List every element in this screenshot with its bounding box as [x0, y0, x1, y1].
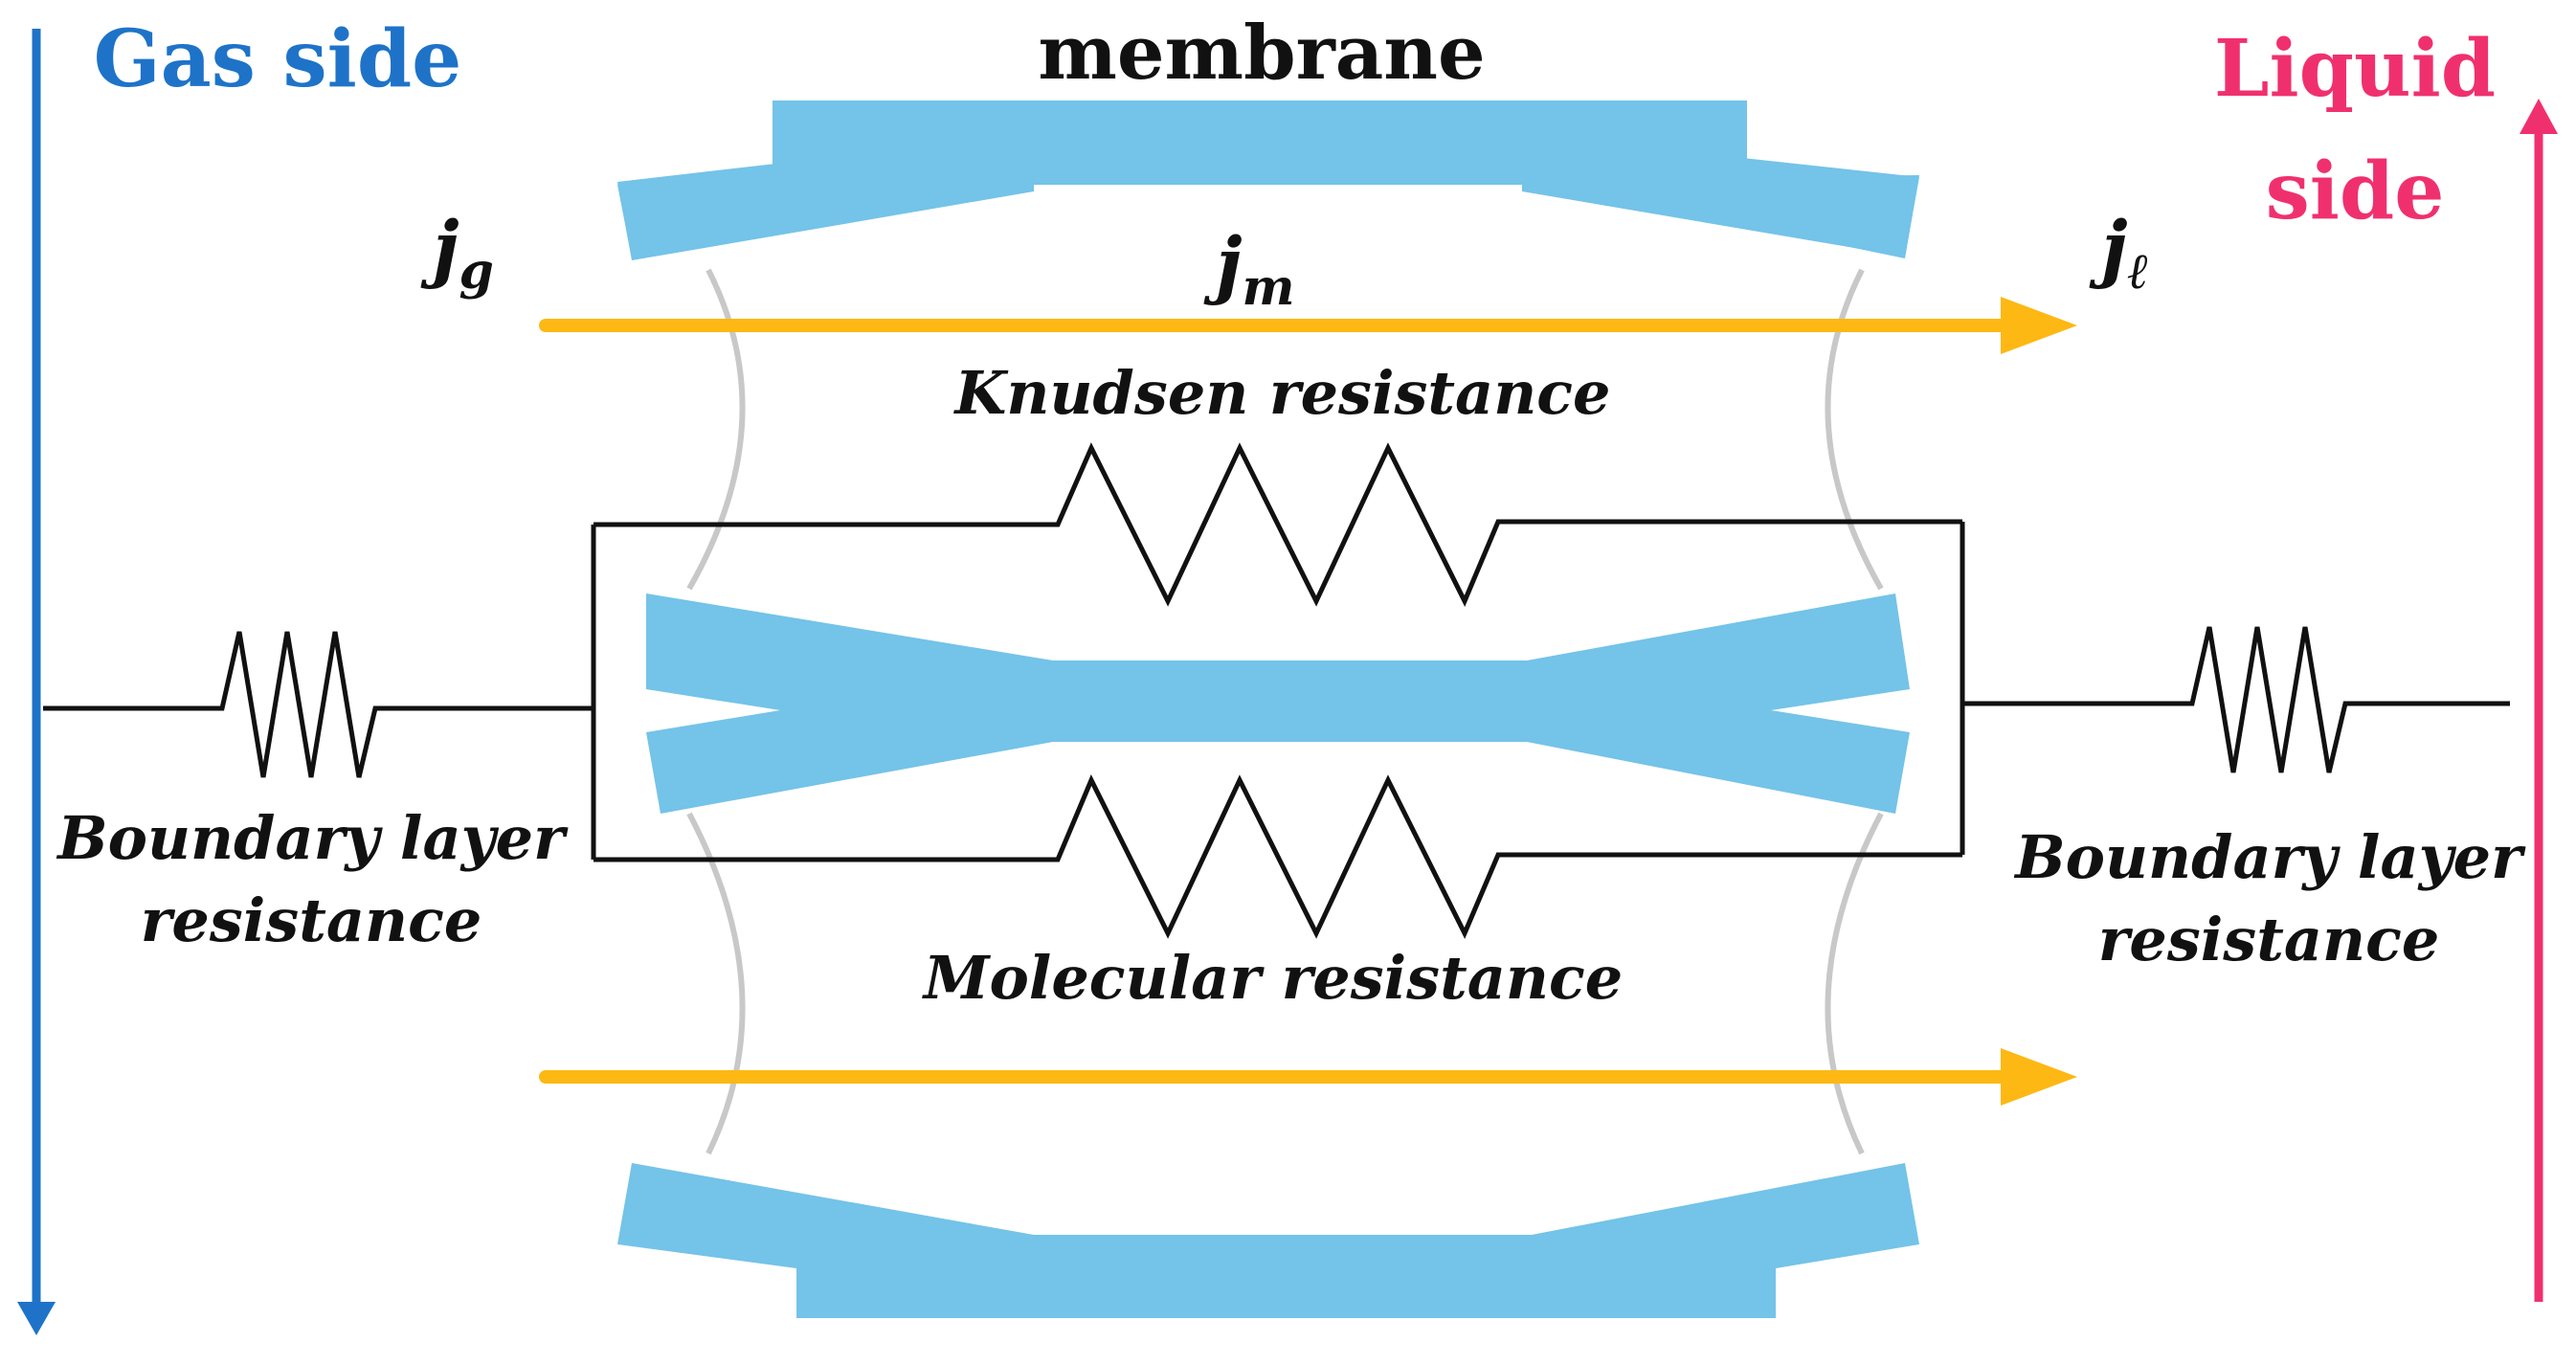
gas-side-arrow: [17, 29, 56, 1335]
flux-jg: jg: [420, 205, 494, 301]
knudsen-resistor: [594, 442, 1962, 607]
knudsen-resistance-label: Knudsen resistance: [953, 358, 1611, 428]
liquid-side-label-line1: Liquid: [2214, 23, 2496, 115]
gas-side-label: Gas side: [94, 13, 462, 105]
membrane-label: membrane: [1038, 10, 1485, 97]
right-boundary-resistor: [1962, 626, 2510, 773]
boundary-right-label-line1: Boundary layer: [2013, 822, 2526, 892]
flux-jl: jℓ: [2089, 205, 2149, 301]
liquid-side-arrow: [2520, 99, 2558, 1302]
boundary-left-label-line1: Boundary layer: [56, 803, 569, 873]
molecular-resistor: [594, 774, 1962, 939]
boundary-left-label-line2: resistance: [141, 885, 482, 955]
flux-arrow-bottom: [539, 1048, 2077, 1106]
flux-arrow-top: [539, 297, 2077, 354]
membrane-top: [617, 101, 1919, 260]
molecular-resistance-label: Molecular resistance: [922, 943, 1623, 1013]
left-boundary-resistor: [43, 631, 594, 778]
flux-jm: jm: [1203, 221, 1295, 317]
boundary-right-label-line2: resistance: [2098, 905, 2440, 974]
circuit-wires: [43, 442, 2510, 939]
membrane-bottom: [617, 1163, 1919, 1318]
membrane-middle: [646, 593, 1910, 814]
liquid-side-label-line2: side: [2266, 145, 2445, 237]
